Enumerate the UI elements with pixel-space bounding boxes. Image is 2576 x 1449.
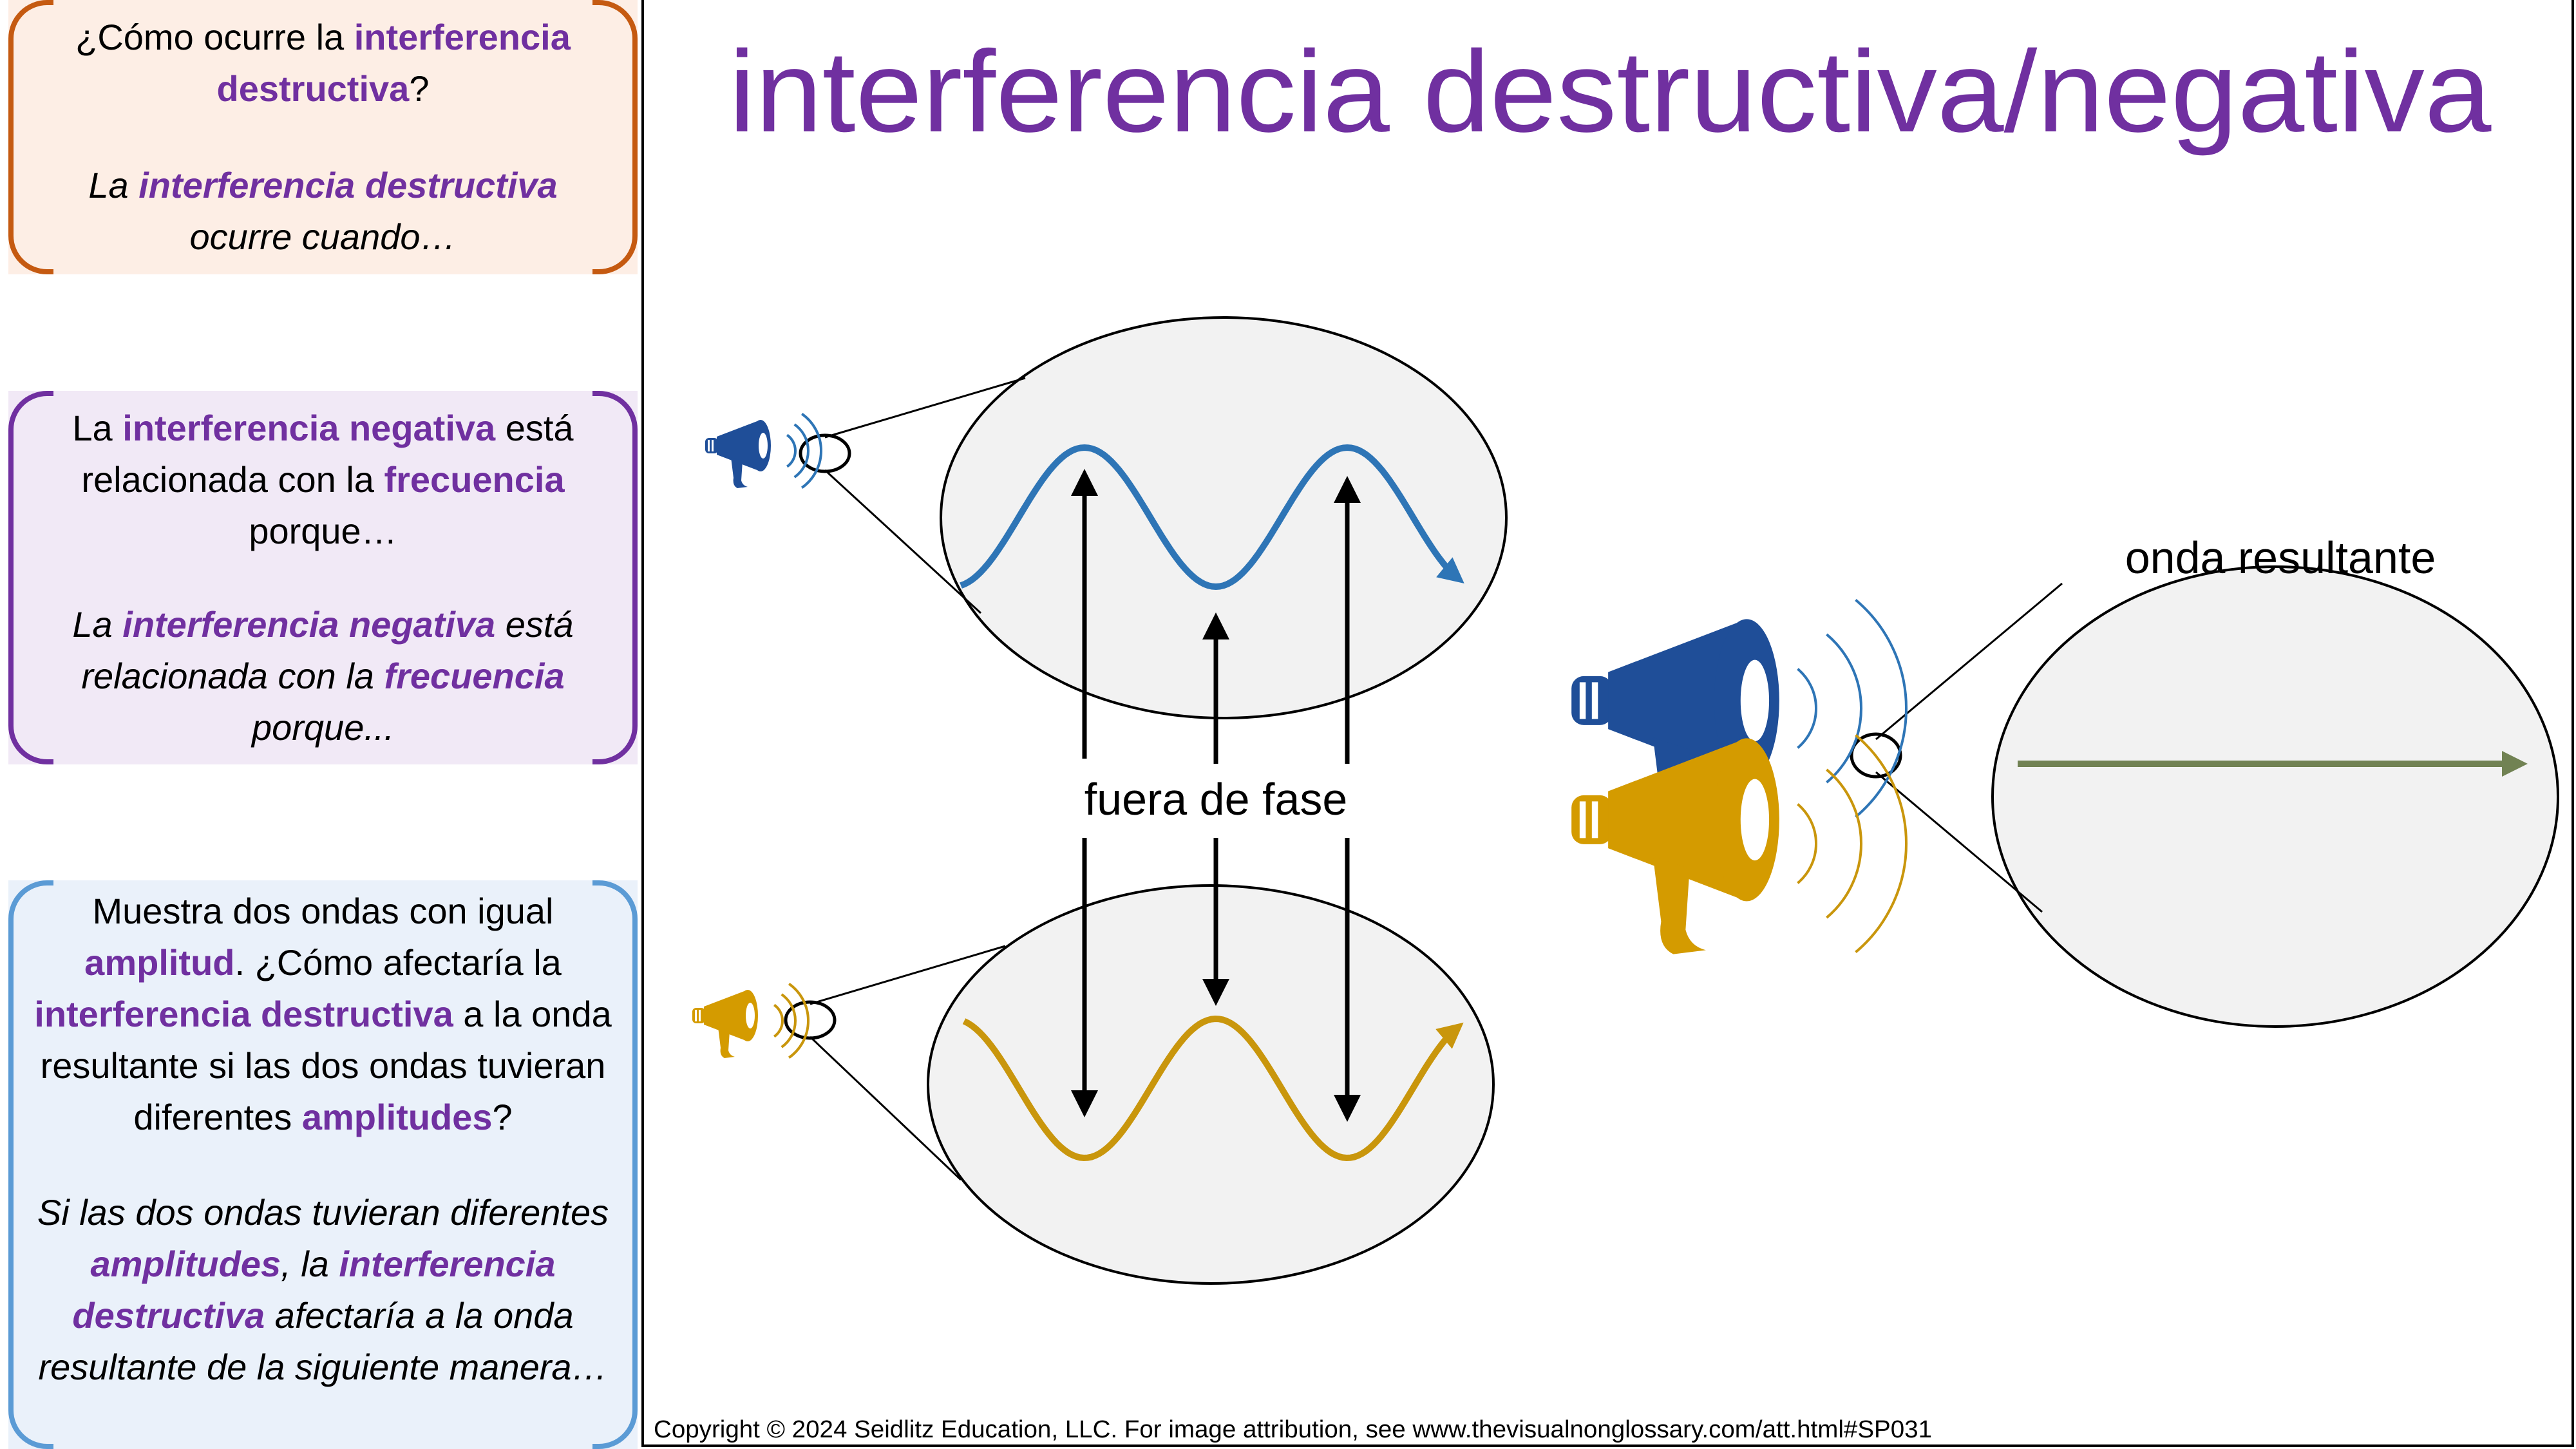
text: La	[88, 165, 139, 205]
sound-waves-icon	[773, 413, 1908, 1059]
result-label: onda resultante	[2125, 533, 2436, 583]
keyword: interferencia destructiva	[34, 994, 453, 1034]
keyword: interferencia destructiva	[216, 17, 571, 109]
text: . ¿Cómo afectaría la	[234, 942, 562, 983]
keyword: interferencia negativa	[122, 604, 496, 645]
text: afectaría a la onda resultante de la sig…	[38, 1295, 608, 1387]
phase-arrows	[1071, 469, 1361, 1122]
sound-arc	[1855, 598, 1908, 819]
keyword: frecuencia	[384, 656, 565, 696]
copyright: Copyright © 2024 Seidlitz Education, LLC…	[654, 1416, 1932, 1443]
keyword: amplitudes	[301, 1097, 493, 1137]
keyword: frecuencia	[384, 459, 565, 500]
wave1-zoom-bubble	[940, 316, 1508, 719]
question: La interferencia negativa está relaciona…	[34, 402, 612, 557]
keyword: amplitudes	[90, 1244, 281, 1284]
sound-arc	[801, 413, 822, 489]
text: está relacionada con la	[81, 408, 574, 500]
text: ?	[409, 68, 430, 109]
text: Muestra dos ondas con igual	[92, 891, 554, 931]
keyword: interferencia negativa	[122, 408, 496, 448]
megaphone-icon-gold-small	[692, 990, 758, 1058]
text: porque...	[251, 707, 395, 748]
text: La	[72, 604, 123, 645]
text: porque…	[249, 511, 397, 551]
sentence-stem: La interferencia negativa está relaciona…	[34, 599, 612, 753]
sound-arc	[773, 1003, 784, 1038]
prompt-box-frequency: La interferencia negativa está relaciona…	[8, 391, 638, 764]
text: ¿Cómo ocurre la	[75, 17, 354, 57]
megaphone-icon-blue-small	[705, 420, 771, 488]
keyword: interferencia destructiva	[72, 1244, 556, 1336]
text: a la onda resultante si las dos ondas tu…	[40, 994, 612, 1137]
question: Muestra dos ondas con igual amplitud. ¿C…	[21, 886, 625, 1143]
wave2-zoom-bubble	[927, 884, 1495, 1285]
result-zoom-bubble	[1991, 565, 2559, 1028]
page-title: interferencia destructiva/negativa	[729, 27, 2492, 156]
text: , la	[281, 1244, 339, 1284]
text: Si las dos ondas tuvieran diferentes	[37, 1192, 609, 1233]
sentence-stem: Si las dos ondas tuvieran diferentes amp…	[21, 1187, 625, 1393]
sentence-stem: La interferencia destructiva ocurre cuan…	[34, 160, 612, 263]
keyword: amplitud	[84, 942, 235, 983]
text: La	[72, 408, 123, 448]
question: ¿Cómo ocurre la interferencia destructiv…	[34, 12, 612, 115]
sound-arc	[793, 423, 810, 478]
prompt-box-amplitude: Muestra dos ondas con igual amplitud. ¿C…	[8, 880, 638, 1449]
sound-arc	[1826, 633, 1863, 784]
wave2-gold	[962, 1015, 1464, 1162]
sound-arc	[1797, 668, 1817, 749]
keyword: interferencia destructiva	[138, 165, 558, 205]
sound-arc	[1826, 768, 1863, 919]
zoom-connectors	[784, 377, 2063, 1181]
sound-arc	[781, 993, 797, 1048]
phase-label: fuera de fase	[1084, 774, 1348, 824]
wave1-blue	[960, 444, 1464, 591]
sound-arc	[1797, 803, 1817, 884]
text: ocurre cuando…	[189, 216, 457, 257]
text: está relacionada con la	[81, 604, 574, 696]
sound-arc	[1855, 734, 1908, 954]
main-panel-border	[641, 0, 2574, 1447]
sound-arc	[788, 983, 810, 1059]
prompt-box-how-it-occurs: ¿Cómo ocurre la interferencia destructiv…	[8, 0, 638, 274]
megaphone-icon-gold-large	[1571, 738, 1779, 954]
text: ?	[492, 1097, 513, 1137]
sound-arc	[786, 433, 797, 468]
